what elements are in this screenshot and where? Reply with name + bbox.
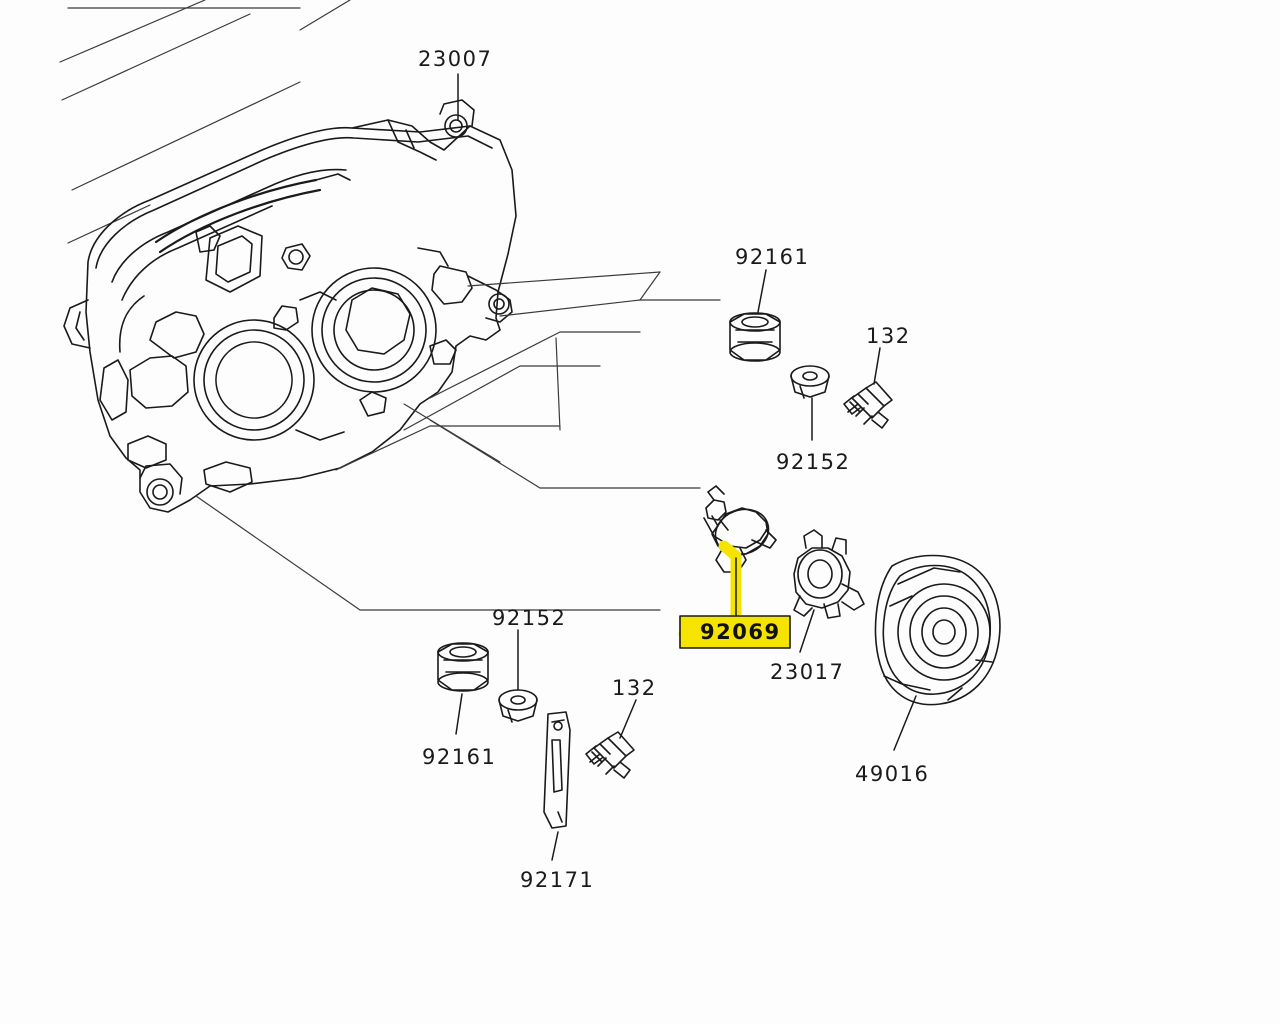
part-92161-lower [437,642,489,692]
callout-23017: 23017 [770,660,845,684]
part-23017-socket [793,529,865,619]
part-49016-boot [874,554,1001,706]
callout-92152-upper: 92152 [776,450,851,474]
callout-92152-lower: 92152 [492,606,567,630]
part-92171-clamp [543,711,571,829]
callout-92161-upper: 92161 [735,245,810,269]
callout-132-lower: 132 [612,676,657,700]
part-92161-upper [729,312,781,362]
part-132-upper [843,381,893,429]
headlight-housing [63,99,517,513]
part-92152-upper [790,365,830,399]
part-92152-lower [498,689,538,723]
callout-92069-highlighted: 92069 [694,618,787,647]
callout-49016: 49016 [855,762,930,786]
callout-132-upper: 132 [866,324,911,348]
part-132-lower [585,731,635,779]
callout-92171: 92171 [520,868,595,892]
callout-23007: 23007 [418,47,493,71]
callout-92161-lower: 92161 [422,745,497,769]
part-92069-bulb [703,485,777,573]
